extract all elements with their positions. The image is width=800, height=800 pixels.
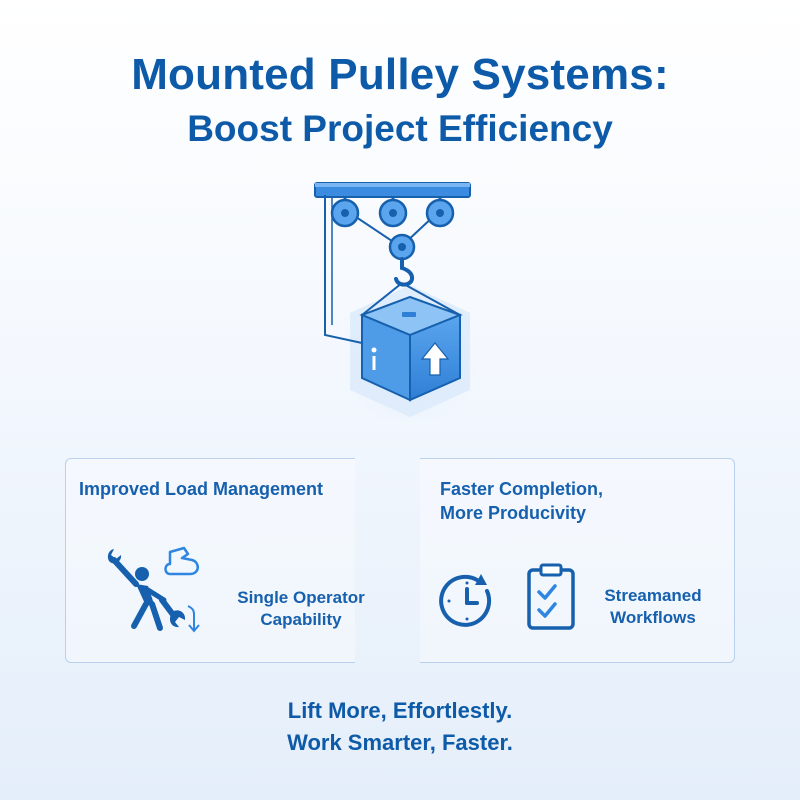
load-management-panel: Improved Load Management Single Operator…	[65, 458, 365, 663]
page-subtitle: Boost Project Efficiency	[187, 108, 613, 149]
tagline-line-1: Lift More, Effortlestly.	[287, 698, 513, 723]
load-management-heading: Improved Load Management	[79, 479, 324, 499]
tagline-line-2: Work Smarter, Faster.	[287, 730, 513, 755]
pulley-lifting-box-icon	[314, 182, 480, 420]
streamlined-workflows-label: Streamaned Workflows	[604, 586, 702, 627]
page-title: Mounted Pulley Systems:	[131, 50, 669, 99]
clock-icon	[439, 574, 492, 627]
productivity-heading: Faster Completion, More Producivity	[440, 479, 604, 523]
clipboard-checklist-icon	[527, 563, 575, 630]
productivity-panel: Faster Completion, More Producivity Stre…	[420, 458, 735, 663]
worker-wrench-strength-icon	[107, 546, 200, 633]
single-operator-label: Single Operator Capability	[237, 588, 365, 629]
